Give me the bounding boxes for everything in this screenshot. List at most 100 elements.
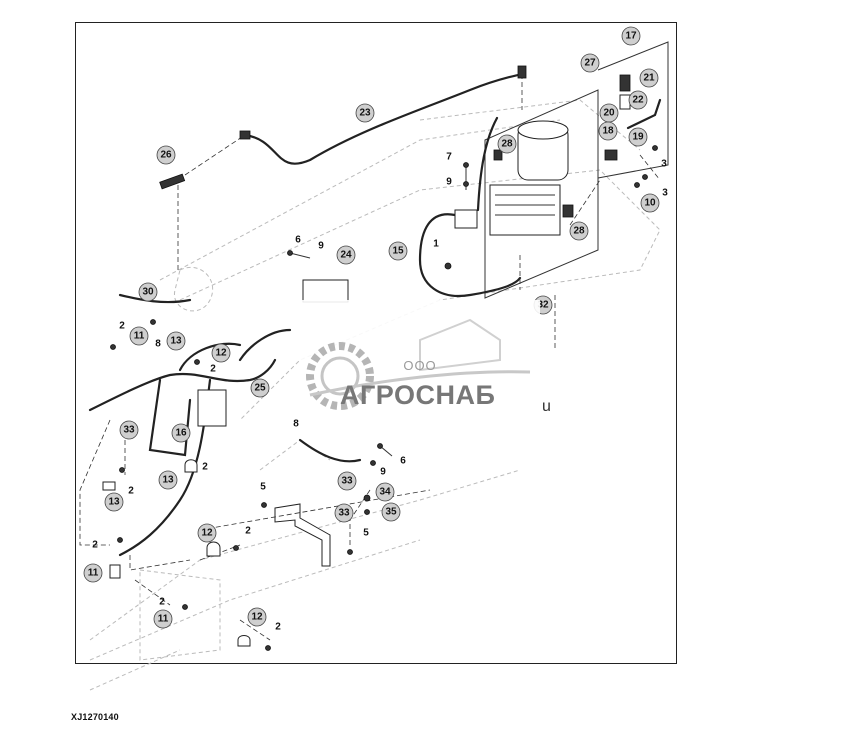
svg-text:24: 24 <box>340 250 352 261</box>
callout-11c: 11 <box>153 609 173 629</box>
svg-text:32: 32 <box>537 300 549 311</box>
label-2c: 2 <box>202 462 208 473</box>
svg-text:16: 16 <box>175 428 187 439</box>
harness-22-wire <box>243 72 524 165</box>
label-2e: 2 <box>245 526 251 537</box>
svg-text:11: 11 <box>158 614 169 625</box>
svg-text:28: 28 <box>501 139 513 150</box>
svg-text:23: 23 <box>359 108 371 119</box>
pump-assembly-27 <box>489 120 574 236</box>
connector-22-start <box>239 130 251 140</box>
callout-32: 33 <box>334 503 354 523</box>
plain-callout-numbers: 7 9 1 6 9 3 3 2 8 2 8 2 2 9 6 5 5 2 2 2 … <box>92 152 668 633</box>
label-9a: 9 <box>446 177 452 188</box>
label-2g: 2 <box>159 597 165 608</box>
harness-30-wire <box>88 358 277 412</box>
svg-text:25: 25 <box>254 383 266 394</box>
label-5a: 5 <box>260 482 266 493</box>
svg-text:17: 17 <box>625 31 637 42</box>
label-9c: 9 <box>380 467 386 478</box>
callout-12c: 12 <box>247 607 267 627</box>
svg-text:33: 33 <box>338 508 350 519</box>
callout-22: 23 <box>355 103 375 123</box>
callout-11a: 11 <box>129 326 149 346</box>
svg-text:33: 33 <box>123 425 135 436</box>
callout-26: 27 <box>580 53 600 73</box>
hardware-bolts <box>110 145 658 651</box>
callout-14: 15 <box>388 241 408 261</box>
callout-25: 26 <box>156 145 176 165</box>
fitting-25 <box>159 173 186 190</box>
callout-18: 19 <box>628 127 648 147</box>
connector-22-end <box>517 65 527 79</box>
inset-box-26 <box>484 41 669 299</box>
label-2b: 2 <box>210 364 216 375</box>
watermark-company-type: ООО <box>403 358 437 373</box>
harness-14-wire <box>418 213 522 298</box>
svg-text:12: 12 <box>201 528 213 539</box>
svg-text:21: 21 <box>643 73 655 84</box>
callout-23: 24 <box>336 245 356 265</box>
label-2f: 2 <box>92 540 98 551</box>
svg-text:13: 13 <box>108 497 120 508</box>
bracket-32 <box>274 503 331 567</box>
connector-block-14 <box>454 209 478 229</box>
svg-text:34: 34 <box>379 487 391 498</box>
watermark-logo: ООО АГРОСНАБ <box>300 300 540 430</box>
callout-12b: 12 <box>197 523 217 543</box>
callout-24: 25 <box>250 378 270 398</box>
callout-12a: 12 <box>211 343 231 363</box>
svg-text:19: 19 <box>632 132 644 143</box>
svg-text:12: 12 <box>215 348 227 359</box>
svg-text:11: 11 <box>88 568 99 579</box>
watermark-suffix: u <box>542 398 551 415</box>
callout-13a: 13 <box>166 331 186 351</box>
label-3a: 3 <box>661 159 667 170</box>
callout-13c: 13 <box>104 492 124 512</box>
label-2d: 2 <box>128 486 134 497</box>
svg-text:30: 30 <box>142 287 154 298</box>
callout-16: 17 <box>621 26 641 46</box>
callout-34: 34 <box>375 482 395 502</box>
label-8a: 8 <box>155 339 161 350</box>
svg-text:22: 22 <box>632 95 644 106</box>
label-5b: 5 <box>363 528 369 539</box>
label-8b: 8 <box>293 419 299 430</box>
label-3b: 3 <box>662 188 668 199</box>
callout-10: 10 <box>640 193 660 213</box>
label-9b: 9 <box>318 241 324 252</box>
inset-16-parts <box>604 74 662 161</box>
svg-text:28: 28 <box>573 226 585 237</box>
label-6b: 6 <box>400 456 406 467</box>
relay-block-24 <box>197 389 227 427</box>
label-2a: 2 <box>119 321 125 332</box>
label-2h: 2 <box>275 622 281 633</box>
gear-icon <box>306 318 531 410</box>
svg-text:18: 18 <box>602 126 614 137</box>
svg-text:15: 15 <box>392 246 404 257</box>
callout-20: 21 <box>639 68 659 88</box>
harness-28-wire <box>118 293 192 304</box>
callout-21: 22 <box>628 90 648 110</box>
callout-27b: 28 <box>569 221 589 241</box>
figure-code: XJ1270140 <box>71 712 119 722</box>
svg-text:12: 12 <box>251 612 263 623</box>
svg-text:27: 27 <box>584 58 596 69</box>
callout-30: 33 <box>119 420 139 440</box>
callout-15: 16 <box>171 423 191 443</box>
callout-19: 20 <box>599 103 619 123</box>
svg-text:11: 11 <box>134 331 145 342</box>
module-23 <box>302 279 349 303</box>
label-7: 7 <box>446 152 452 163</box>
callout-28: 30 <box>138 282 158 302</box>
svg-text:26: 26 <box>160 150 172 161</box>
svg-text:20: 20 <box>603 108 615 119</box>
svg-text:35: 35 <box>385 507 397 518</box>
diagram-frame <box>75 22 677 664</box>
svg-text:13: 13 <box>170 336 182 347</box>
callout-13b: 13 <box>158 470 178 490</box>
watermark-name: АГРОСНАБ <box>340 380 496 410</box>
svg-text:13: 13 <box>162 475 174 486</box>
callout-35: 35 <box>381 502 401 522</box>
